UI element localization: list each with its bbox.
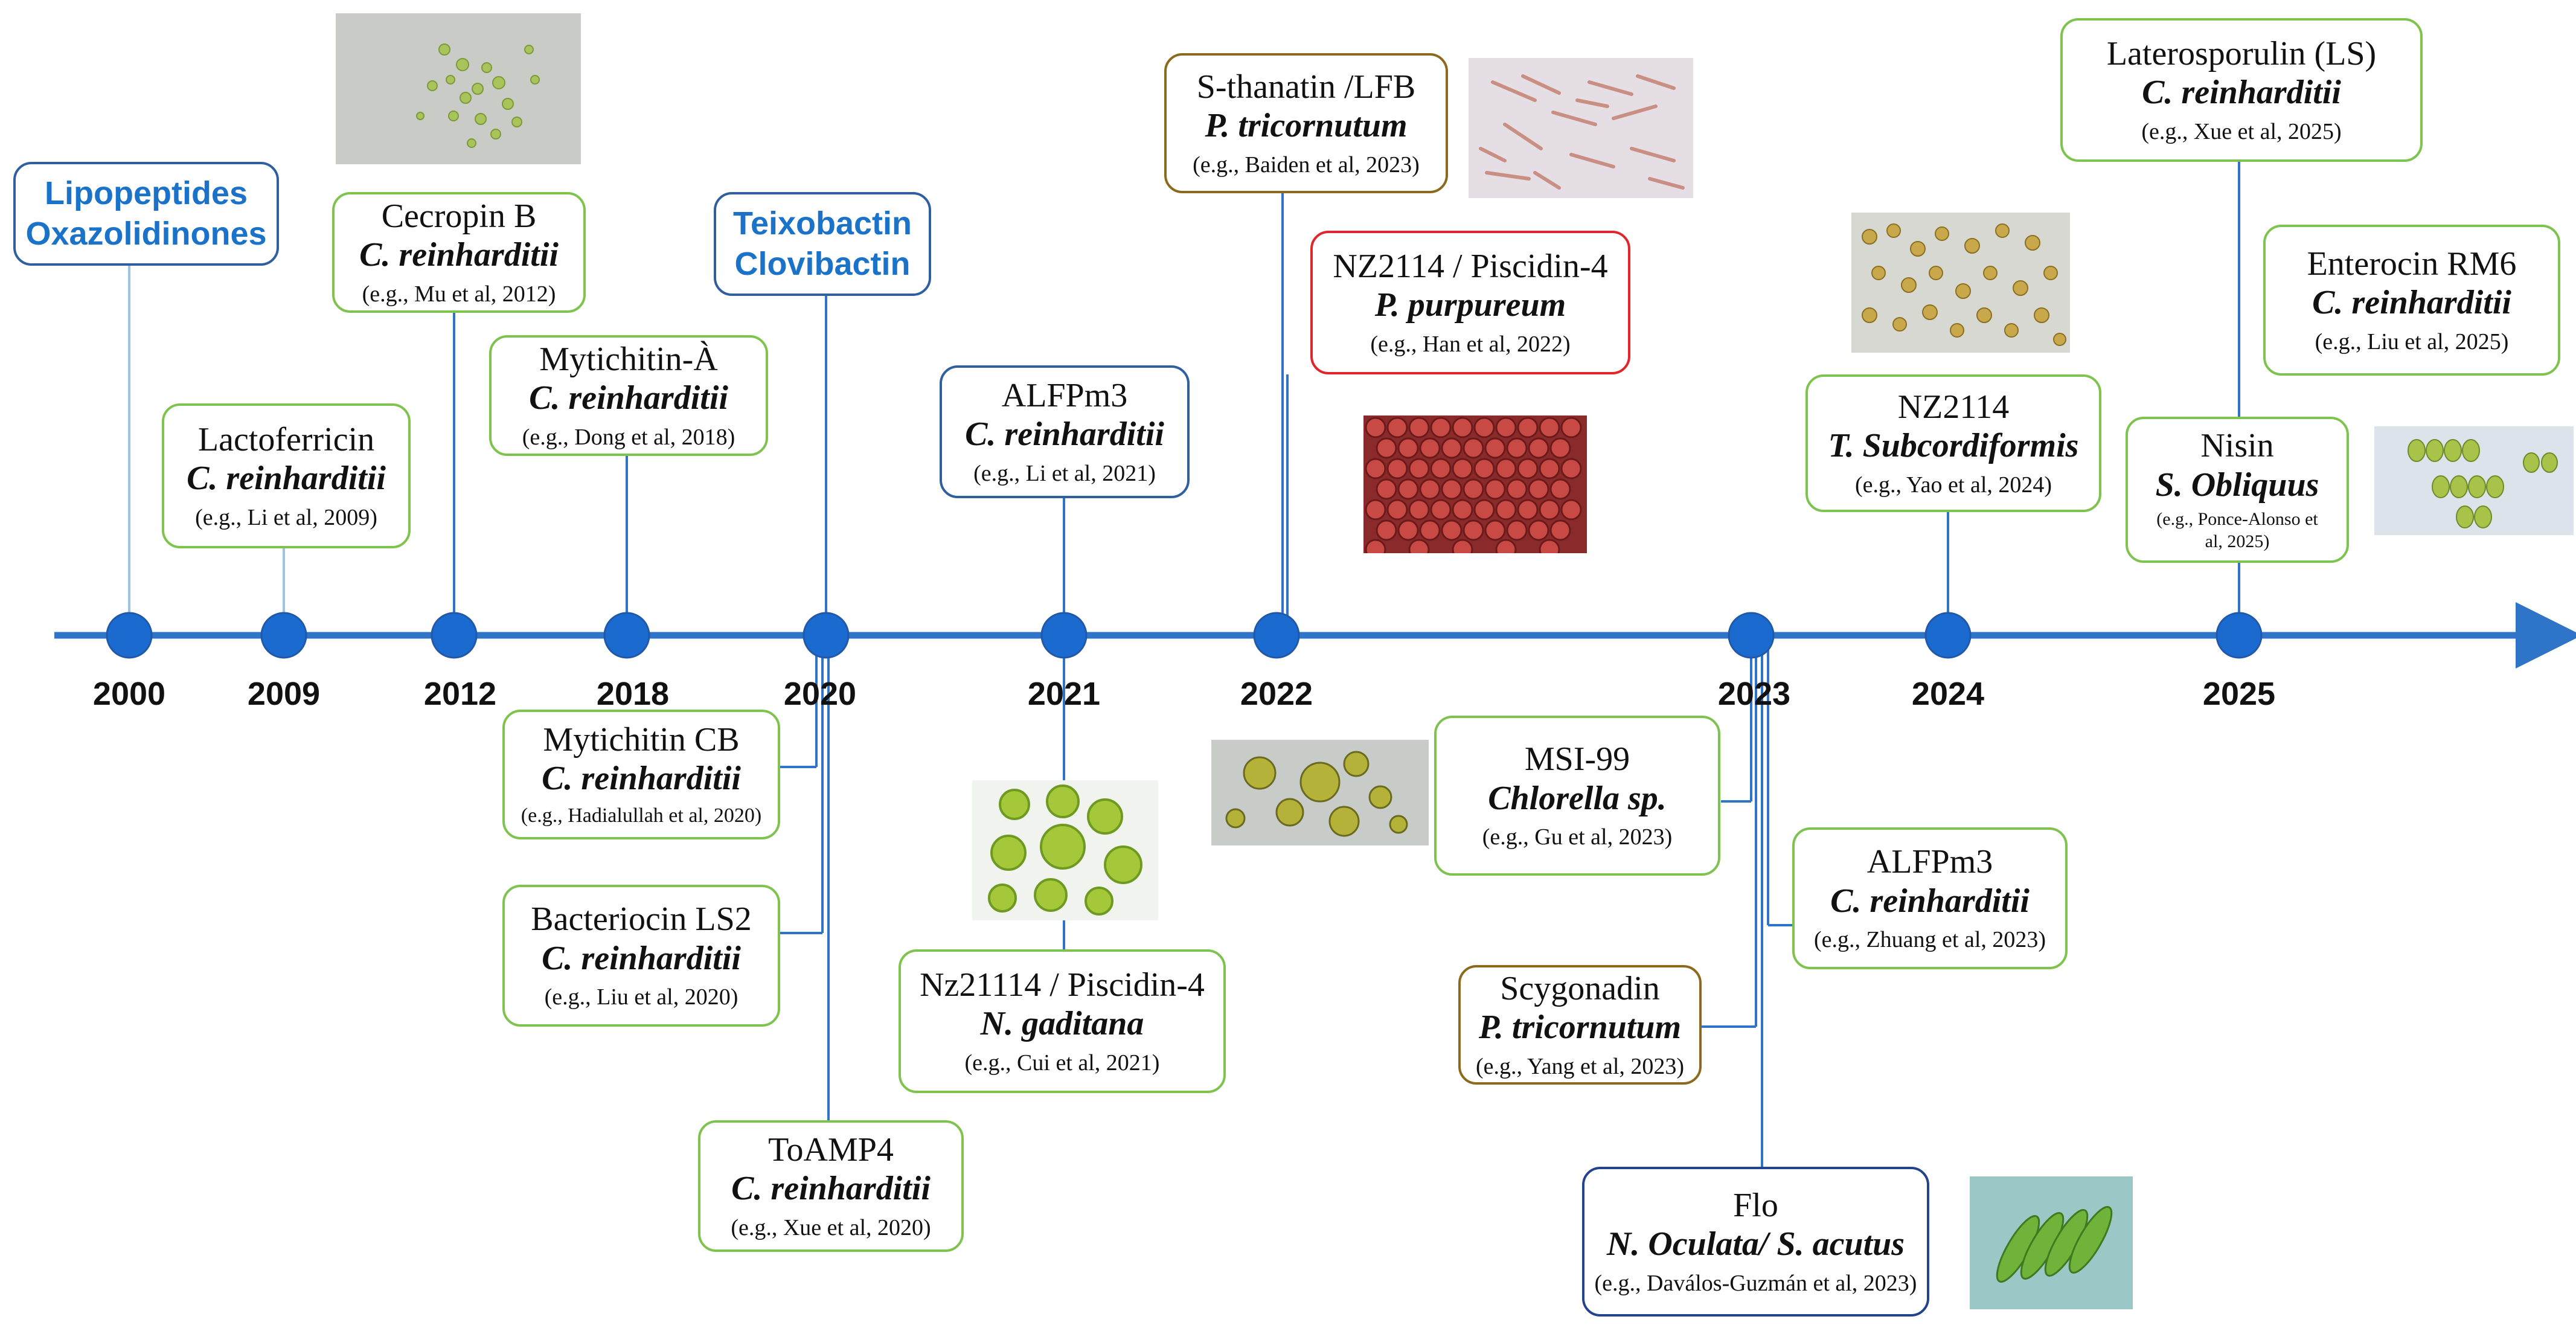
- class-box-2020: Teixobactin Clovibactin: [714, 192, 931, 296]
- reference: (e.g., Zhuang et al, 2023): [1813, 927, 2046, 953]
- peptide-name: Nz21114 / Piscidin-4: [920, 966, 1205, 1004]
- peptide-name: ALFPm3: [1001, 376, 1128, 414]
- peptide-name: Mytichitin CB: [543, 720, 740, 759]
- year-label-2021: 2021: [1027, 676, 1101, 712]
- entry-box-enterocin: Enterocin RM6 C. reinharditii (e.g., Liu…: [2263, 225, 2560, 376]
- organism-name: P. tricornutum: [1205, 107, 1408, 145]
- organism-name: P. purpureum: [1374, 286, 1566, 324]
- organism-name: N. gaditana: [980, 1005, 1144, 1043]
- year-label-2018: 2018: [596, 676, 670, 712]
- reference: (e.g., Hadialullah et al, 2020): [521, 804, 762, 827]
- organism-name: S. Obliquus: [2155, 466, 2319, 504]
- entry-box-nisin: Nisin S. Obliquus (e.g., Ponce-Alonso et…: [2126, 417, 2349, 563]
- microscopy-image-porphyridium: [1363, 415, 1587, 553]
- entry-box-toamp4: ToAMP4 C. reinharditii (e.g., Xue et al,…: [698, 1120, 964, 1252]
- entry-box-lactoferricin: Lactoferricin C. reinharditii (e.g., Li …: [162, 403, 411, 548]
- reference: (e.g., Baiden et al, 2023): [1193, 152, 1420, 178]
- year-markers: [106, 612, 2263, 659]
- year-label-2000: 2000: [92, 676, 166, 712]
- microscopy-image-tetraselmis: [1851, 213, 2070, 353]
- entry-box-alfpm3-2023: ALFPm3 C. reinharditii (e.g., Zhuang et …: [1792, 827, 2068, 969]
- peptide-name: S-thanatin /LFB: [1196, 68, 1416, 106]
- organism-name: C. reinharditii: [542, 939, 741, 977]
- peptide-name: Enterocin RM6: [2307, 245, 2517, 283]
- peptide-name: Scygonadin: [1500, 969, 1660, 1007]
- microscopy-image-nannochloropsis: [972, 780, 1158, 920]
- entry-box-nz21114: Nz21114 / Piscidin-4 N. gaditana (e.g., …: [899, 949, 1226, 1093]
- microscopy-image-phaeodactylum: [1469, 58, 1693, 198]
- organism-name: T. Subcordiformis: [1828, 427, 2079, 465]
- organism-name: C. reinharditii: [1830, 882, 2030, 920]
- class-label: Teixobactin: [732, 205, 912, 242]
- reference: (e.g., Dong et al, 2018): [522, 424, 735, 450]
- year-label-2020: 2020: [783, 676, 857, 712]
- entry-box-nz2114-2024: NZ2114 T. Subcordiformis (e.g., Yao et a…: [1805, 374, 2101, 512]
- class-box-2000: Lipopeptides Oxazolidinones: [13, 162, 279, 266]
- organism-name: C. reinharditii: [731, 1170, 931, 1208]
- entry-box-msi-99: MSI-99 Chlorella sp. (e.g., Gu et al, 20…: [1434, 716, 1720, 876]
- reference: (e.g., Cui et al, 2021): [964, 1050, 1160, 1076]
- peptide-name: ALFPm3: [1866, 843, 1993, 881]
- entry-box-mytichitin-cb: Mytichitin CB C. reinharditii (e.g., Had…: [502, 710, 780, 839]
- peptide-name: ToAMP4: [768, 1131, 894, 1169]
- reference: (e.g., Daválos-Guzmán et al, 2023): [1594, 1270, 1917, 1296]
- microscopy-image-chlorella: [1211, 740, 1429, 845]
- entry-box-laterosporulin: Laterosporulin (LS) C. reinharditii (e.g…: [2060, 18, 2423, 162]
- peptide-name: Mytichitin-À: [539, 340, 718, 378]
- organism-name: C. reinharditii: [2312, 284, 2511, 322]
- entry-box-scygonadin: Scygonadin P. tricornutum (e.g., Yang et…: [1458, 965, 1702, 1085]
- entry-box-mytichitin-a: Mytichitin-À C. reinharditii (e.g., Dong…: [489, 335, 768, 456]
- reference: (e.g., Xue et al, 2020): [731, 1214, 931, 1240]
- reference: (e.g., Yang et al, 2023): [1475, 1053, 1685, 1079]
- organism-name: C. reinharditii: [187, 460, 386, 498]
- peptide-name: NZ2114 / Piscidin-4: [1333, 247, 1608, 285]
- year-label-2024: 2024: [1911, 676, 1985, 712]
- microscopy-image-chlamydomonas: [336, 13, 581, 164]
- organism-name: N. Oculata/ S. acutus: [1606, 1225, 1905, 1263]
- organism-name: P. tricornutum: [1478, 1009, 1682, 1047]
- entry-box-bacteriocin: Bacteriocin LS2 C. reinharditii (e.g., L…: [502, 885, 780, 1027]
- reference: (e.g., Mu et al, 2012): [362, 281, 556, 307]
- organism-name: C. reinharditii: [529, 379, 728, 417]
- organism-name: C. reinharditii: [359, 236, 559, 274]
- reference: (e.g., Han et al, 2022): [1370, 331, 1571, 357]
- peptide-name: MSI-99: [1524, 740, 1630, 778]
- organism-name: C. reinharditii: [542, 760, 741, 798]
- organism-name: C. reinharditii: [965, 415, 1164, 454]
- reference: (e.g., Gu et al, 2023): [1482, 824, 1673, 850]
- peptide-name: NZ2114: [1897, 388, 2010, 426]
- peptide-name: Cecropin B: [381, 197, 537, 235]
- year-label-2009: 2009: [247, 676, 321, 712]
- reference: (e.g., Liu et al, 2025): [2315, 329, 2509, 354]
- organism-name: Chlorella sp.: [1488, 779, 1667, 817]
- reference: (e.g., Liu et al, 2020): [544, 984, 739, 1010]
- year-label-2022: 2022: [1240, 676, 1313, 712]
- organism-name: C. reinharditii: [2142, 74, 2341, 112]
- entry-box-flo: Flo N. Oculata/ S. acutus (e.g., Daválos…: [1582, 1167, 1929, 1317]
- entry-box-s-thanatin: S-thanatin /LFB P. tricornutum (e.g., Ba…: [1164, 53, 1448, 193]
- reference: (e.g., Li et al, 2021): [973, 460, 1156, 486]
- microscopy-image-scenedesmus-acutus: [1970, 1176, 2133, 1309]
- peptide-name: Lactoferricin: [197, 420, 375, 458]
- class-label: Lipopeptides: [45, 175, 248, 211]
- microscopy-image-scenedesmus-obliquus: [2374, 426, 2574, 535]
- peptide-name: Flo: [1733, 1186, 1778, 1224]
- reference: (e.g., Xue et al, 2025): [2141, 118, 2342, 144]
- reference: (e.g., Yao et al, 2024): [1854, 472, 2052, 498]
- peptide-name: Bacteriocin LS2: [531, 900, 752, 938]
- peptide-name: Laterosporulin (LS): [2106, 34, 2377, 72]
- entry-box-alfpm3-2021: ALFPm3 C. reinharditii (e.g., Li et al, …: [940, 365, 1190, 498]
- reference: (e.g., Ponce-Alonso et al, 2025): [2156, 508, 2318, 552]
- entry-box-nz2114-piscidin-2022: NZ2114 / Piscidin-4 P. purpureum (e.g., …: [1310, 231, 1630, 374]
- year-label-2023: 2023: [1717, 676, 1791, 712]
- year-label-2012: 2012: [423, 676, 497, 712]
- reference: (e.g., Li et al, 2009): [195, 504, 377, 530]
- class-label: Oxazolidinones: [25, 216, 267, 252]
- class-label: Clovibactin: [734, 246, 911, 282]
- peptide-name: Nisin: [2200, 427, 2274, 465]
- entry-box-cecropin: Cecropin B C. reinharditii (e.g., Mu et …: [332, 192, 586, 313]
- year-label-2025: 2025: [2202, 676, 2276, 712]
